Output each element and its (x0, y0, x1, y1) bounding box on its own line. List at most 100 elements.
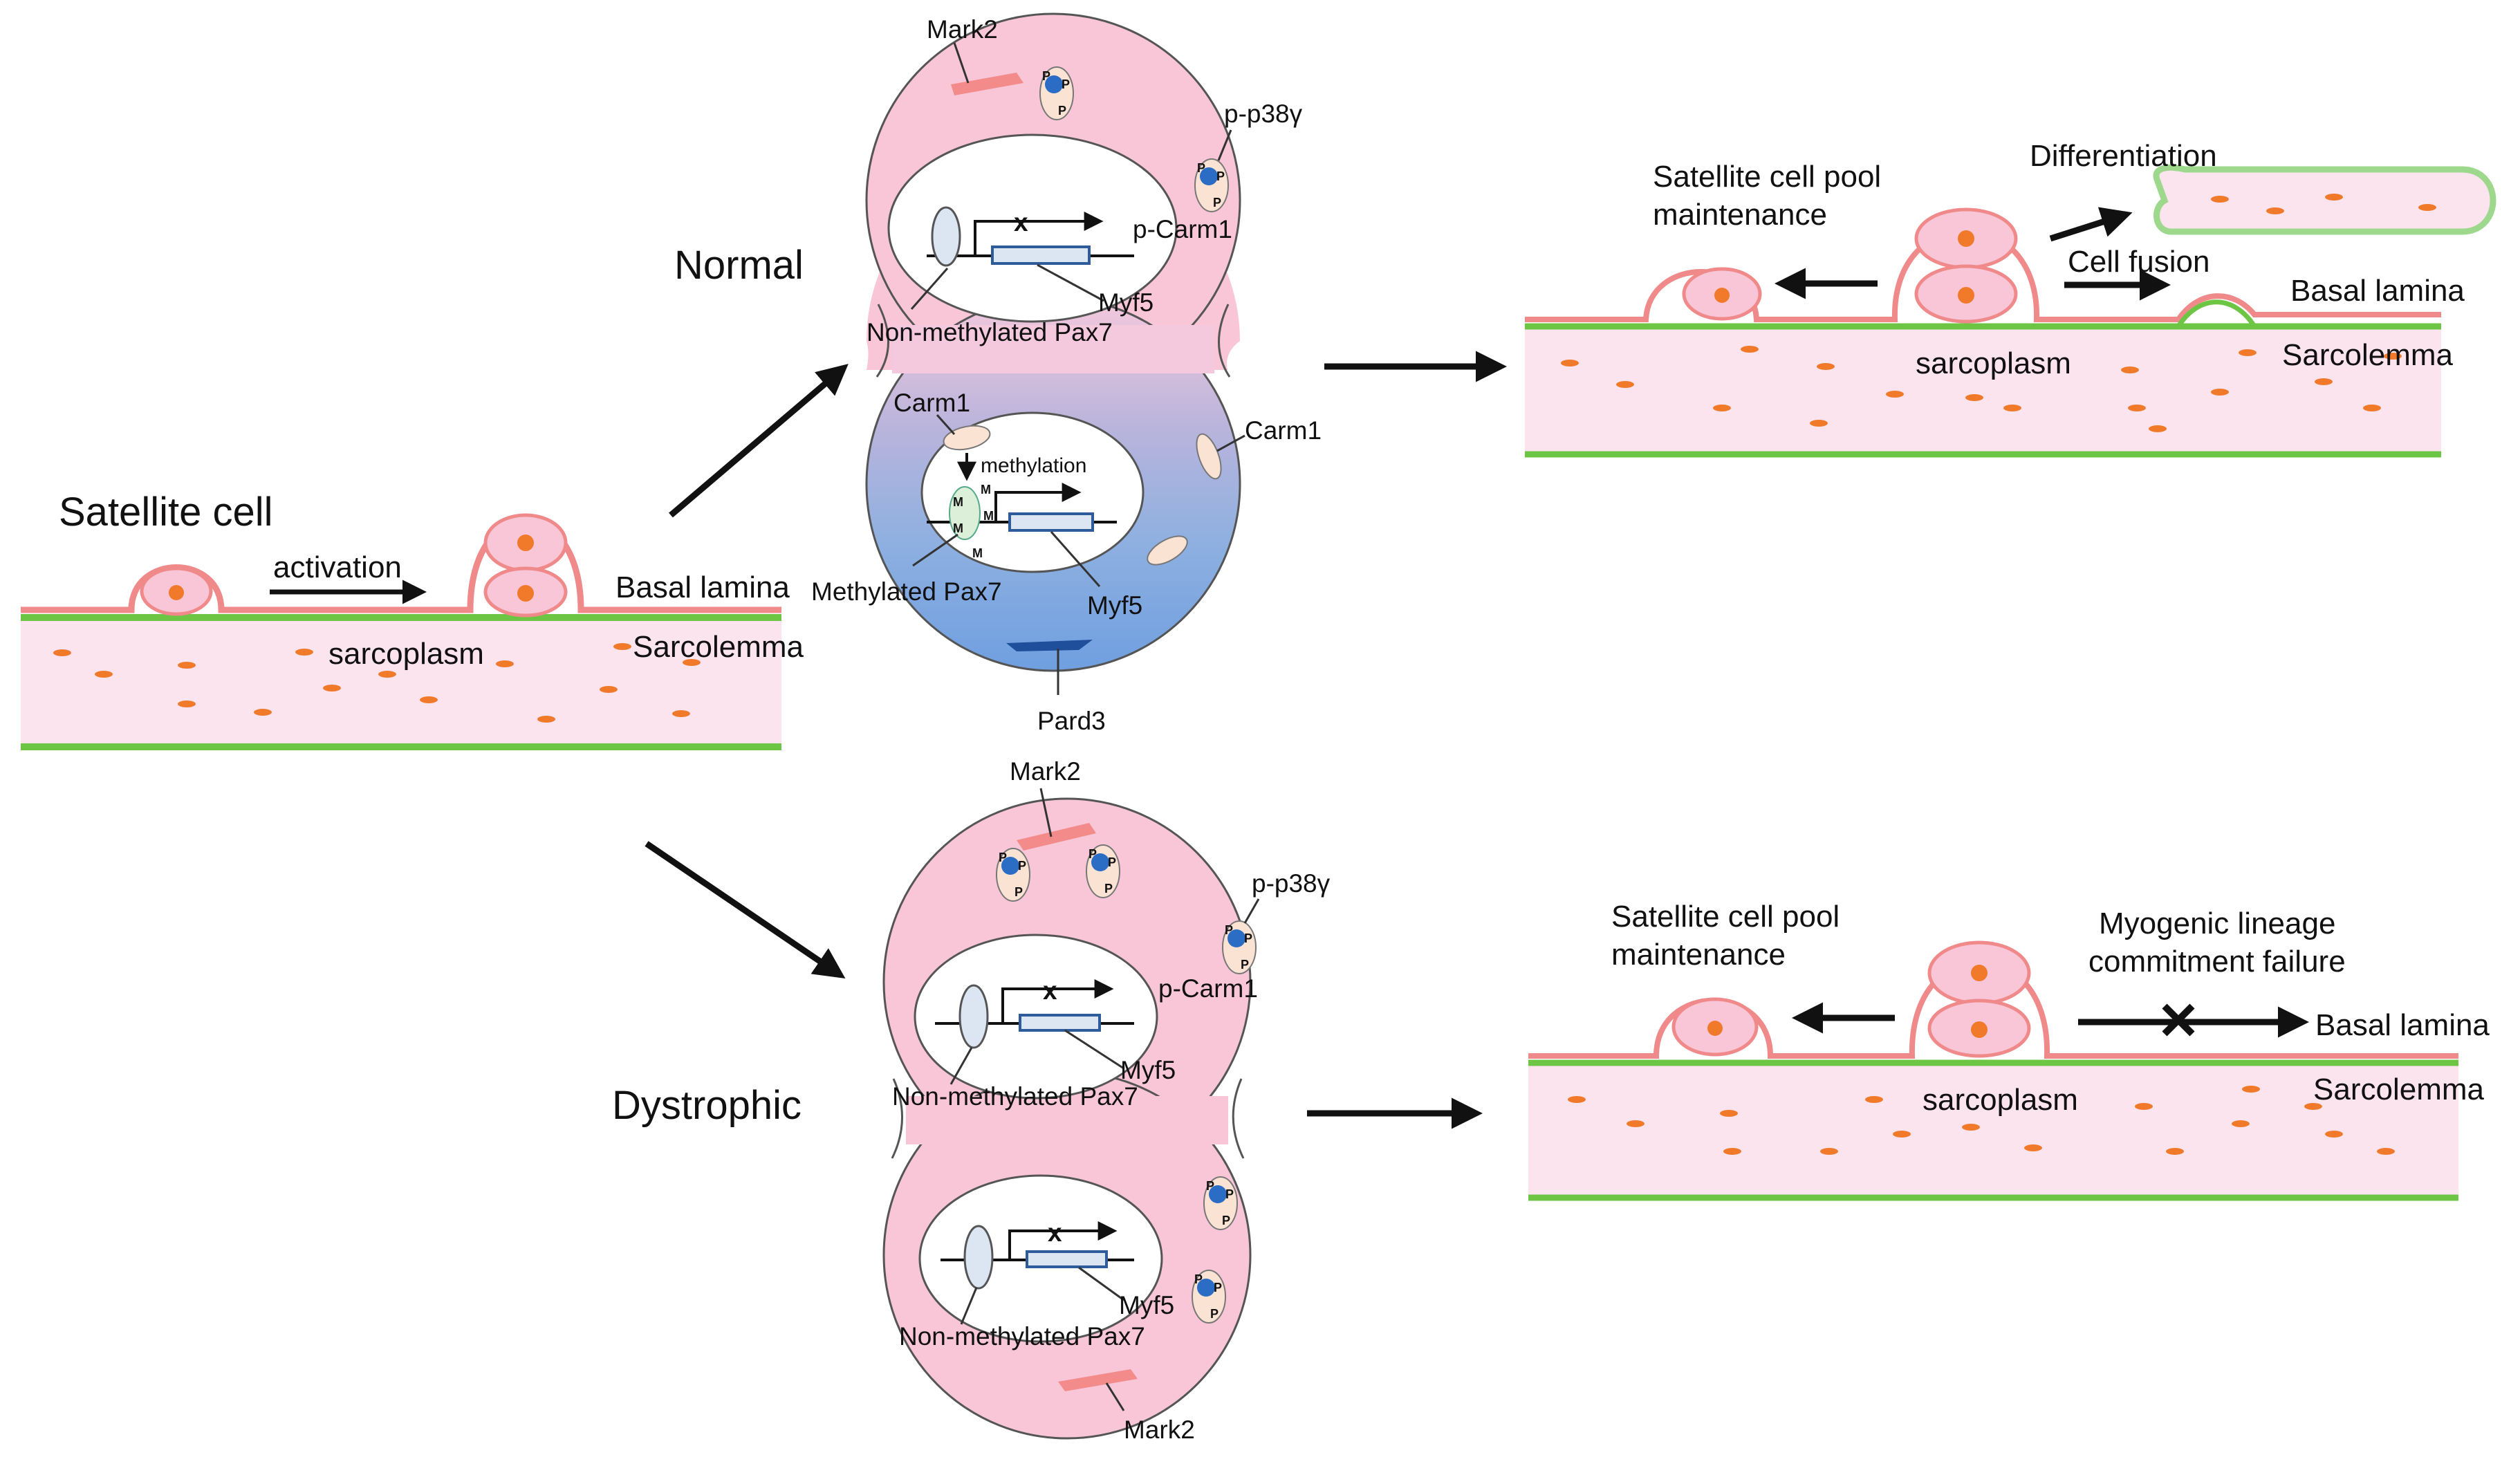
dystrophic-dividing-cell: x Myf5 Non-methylated Pax7 Mark2 P P P P… (882, 757, 1331, 1444)
dys-p-carm1-label: p-Carm1 (1158, 974, 1258, 1003)
dys-transcription-arrow-bottom (1008, 1221, 1118, 1260)
mark2-label: Mark2 (927, 15, 998, 44)
transcription-arrow (974, 212, 1104, 256)
branch-arrow-dystrophic (645, 841, 846, 979)
p38-carm1-complex-1: P P P (1039, 66, 1074, 120)
dystrophic-outcome-fiber: Satellite cell pool maintenance Myogenic… (1528, 900, 2490, 1201)
svg-text:P: P (1206, 1179, 1214, 1193)
myf5-leader-bottom (1050, 531, 1101, 587)
svg-text:M: M (953, 495, 963, 509)
dys-pax7-label-bottom: Non-methylated Pax7 (899, 1322, 1145, 1351)
dys-pax7-label-top: Non-methylated Pax7 (892, 1082, 1138, 1111)
dys-myf5-leader-bottom (1078, 1266, 1124, 1301)
carm1-leader (936, 414, 956, 435)
dys-blocked-x-bottom: x (1048, 1218, 1062, 1247)
dystrophic-cell-neck-mask (906, 1096, 1228, 1144)
dys-p-p38-label: p-p38γ (1252, 869, 1331, 898)
svg-text:M: M (972, 546, 983, 560)
branch-arrow-normal (669, 364, 849, 518)
svg-text:P: P (1222, 1214, 1230, 1227)
methylation-label: methylation (981, 454, 1086, 477)
normal-outcome-fiber: Satellite cell pool maintenance Differen… (1525, 139, 2496, 458)
activated-satellite-cell (483, 513, 568, 618)
p-carm1-label: p-Carm1 (1133, 215, 1232, 243)
outcome-sarcoplasm-label: sarcoplasm (1916, 346, 2071, 380)
mark2-leader (953, 42, 970, 84)
dys-transcription-arrow-top (1001, 979, 1114, 1023)
carm1-nuclear (943, 425, 991, 451)
svg-text:P: P (1058, 104, 1066, 118)
svg-text:P: P (1194, 1272, 1203, 1286)
dys-basal-lamina-label: Basal lamina (2315, 1008, 2490, 1042)
outcome-dividing-cell (1914, 207, 2018, 324)
dys-myf5-label-bottom: Myf5 (1119, 1291, 1174, 1319)
dys-myf5-box-top (1019, 1014, 1101, 1032)
svg-text:P: P (1214, 1281, 1222, 1295)
carm1-cyto-leader (1216, 434, 1245, 452)
differentiated-myotube (2153, 164, 2496, 235)
pool-label-line2: maintenance (1653, 198, 1827, 232)
p38-carm1-complex-2: P P P (1194, 158, 1229, 212)
methylated-pax7-icon (949, 486, 981, 540)
failure-label-line2: commitment failure (2088, 945, 2346, 978)
svg-text:P: P (1225, 1187, 1234, 1201)
p38-leader (1217, 129, 1232, 161)
p-p38-label: p-p38γ (1224, 100, 1303, 128)
myf5-gene-box-bottom (1008, 512, 1094, 532)
dys-p38-complex-5: P P P (1192, 1270, 1226, 1324)
pard3-protein (1006, 640, 1093, 651)
fusion-bump-sarcolemma (2176, 299, 2257, 328)
commitment-blocked-x (2162, 1003, 2195, 1037)
dys-sarcoplasm-label: sarcoplasm (1923, 1083, 2078, 1117)
svg-text:P: P (1216, 169, 1225, 183)
dys-myf5-label-top: Myf5 (1120, 1056, 1176, 1084)
mark2-protein (951, 73, 1023, 95)
normal-cell-neck-right (1218, 304, 1231, 378)
normal-cell-neck-mask (892, 325, 1214, 373)
svg-text:P: P (1018, 859, 1026, 873)
methylated-pax7-leader (912, 533, 958, 567)
carm1-nuclear-label: Carm1 (893, 389, 970, 417)
svg-text:P: P (1015, 885, 1023, 899)
myf5-label-bottom: Myf5 (1087, 591, 1142, 620)
svg-text:P: P (1213, 196, 1221, 210)
svg-text:P: P (1108, 855, 1116, 869)
dys-p38-complex-4: P P P (1203, 1176, 1238, 1230)
svg-text:P: P (1042, 69, 1050, 83)
dys-sarcolemma-label: Sarcolemma (2313, 1073, 2484, 1106)
basal-lamina-label: Basal lamina (615, 570, 790, 604)
outcome-nuclei (1561, 346, 2402, 432)
svg-text:P: P (999, 851, 1007, 864)
normal-condition-label: Normal (674, 243, 804, 288)
dystrophic-neck-right (1232, 1078, 1245, 1159)
dys-pax7-icon-top (958, 984, 989, 1049)
dys-outcome-nuclei (1568, 1086, 2395, 1155)
myf5-leader (1037, 263, 1104, 302)
outcome-self-renewed-cell (1682, 267, 1762, 321)
activation-label: activation (273, 550, 402, 584)
pard3-label: Pard3 (1037, 707, 1106, 735)
dys-myf5-box-bottom (1026, 1250, 1108, 1268)
dys-mark2-leader-bottom (1105, 1382, 1125, 1411)
dystrophic-neck-left (891, 1078, 903, 1159)
dys-mark2-label-top: Mark2 (1010, 757, 1081, 786)
satellite-cell-title: Satellite cell (59, 490, 272, 535)
differentiation-arrow (2049, 207, 2133, 242)
sarcoplasm-band (21, 618, 781, 749)
dys-pax7-leader-bottom (960, 1287, 978, 1325)
dys-p38-leader (1243, 898, 1260, 924)
dystrophic-condition-label: Dystrophic (612, 1083, 802, 1128)
sarcoplasm-nuclei (53, 643, 701, 723)
outcome-sarcolemma-label: Sarcolemma (2282, 338, 2453, 372)
dys-dividing-cell (1927, 940, 2031, 1058)
blocked-x: x (1014, 208, 1028, 236)
pool-label-line1: Satellite cell pool (1653, 160, 1881, 194)
failure-label-line1: Myogenic lineage (2099, 907, 2335, 940)
svg-text:M: M (953, 521, 963, 535)
dys-outcome-sarcoplasm (1528, 1063, 2458, 1198)
svg-text:P: P (1244, 931, 1252, 945)
svg-text:P: P (1062, 77, 1070, 91)
methyl-marks: M M M M M (953, 483, 994, 560)
left-muscle-fiber: Satellite cell activation Basal lamina s… (21, 490, 804, 750)
svg-text:M: M (983, 509, 994, 523)
